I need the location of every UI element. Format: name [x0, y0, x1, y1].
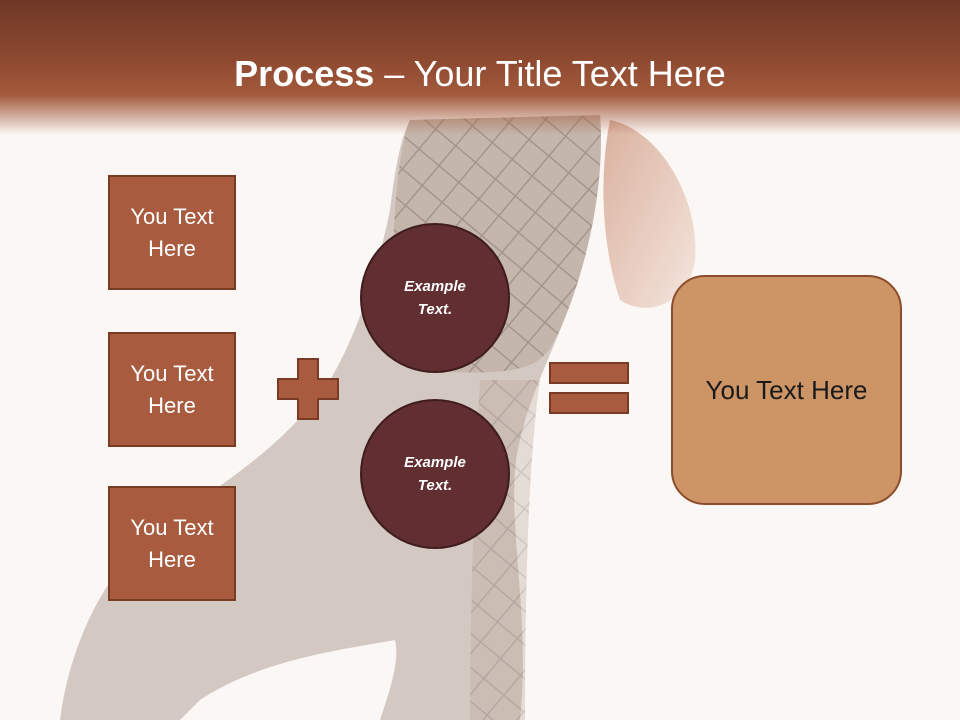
input-box-3[interactable]: You Text Here — [108, 486, 236, 601]
result-label: You Text Here — [705, 374, 868, 405]
equals-icon — [549, 362, 629, 414]
title-rest: – Your Title Text Here — [374, 53, 726, 94]
title-bar — [0, 0, 960, 135]
input-box-label: You Text Here — [130, 203, 214, 261]
plus-icon — [277, 358, 339, 420]
input-box-1[interactable]: You Text Here — [108, 175, 236, 290]
circle-label: Example Text. — [404, 278, 466, 318]
circle-label: Example Text. — [404, 454, 466, 494]
slide-title: Process – Your Title Text Here — [0, 50, 960, 98]
title-bold: Process — [234, 53, 375, 94]
example-circle-2[interactable]: Example Text. — [360, 399, 510, 549]
result-box[interactable]: You Text Here — [671, 275, 902, 505]
input-box-2[interactable]: You Text Here — [108, 332, 236, 447]
input-box-label: You Text Here — [130, 360, 214, 418]
input-box-label: You Text Here — [130, 514, 214, 572]
example-circle-1[interactable]: Example Text. — [360, 223, 510, 373]
